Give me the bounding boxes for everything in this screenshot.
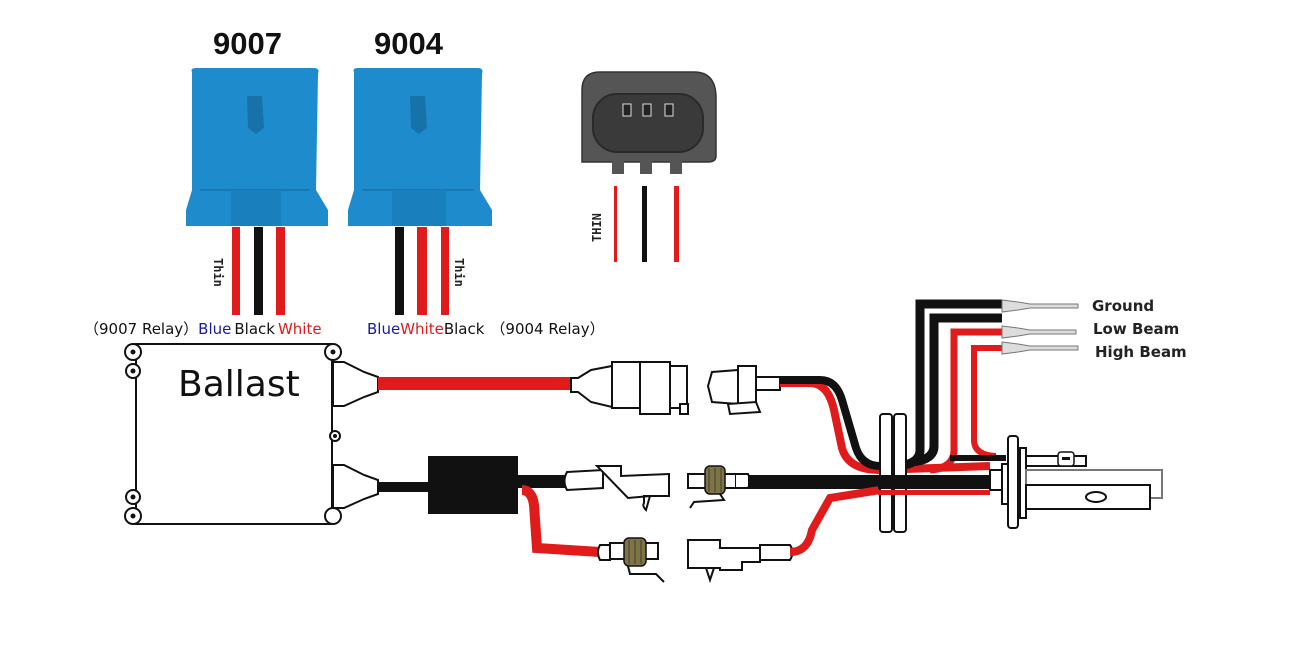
wire-black [642,186,647,262]
relay-9007-title: 9007 [213,26,282,61]
wire-ground-inner [911,313,1002,467]
hv-cable-red-to-bulb [780,379,991,475]
wire-black [254,227,263,315]
wire-red [674,186,679,262]
ballast-label: Ballast [178,364,300,405]
inline-module [428,456,518,514]
wire-red [276,227,285,315]
legend-9004-white: White [400,320,444,338]
wire-high-beam [971,345,1002,459]
wire-ground-outer [897,299,1002,471]
legend-9004-blue: Blue [367,320,400,338]
relay-9004-body [348,68,492,226]
low-voltage-connector-lower-male [597,537,665,583]
thin-label-connector: THIN [590,213,604,242]
terminal-pins [1001,299,1079,355]
low-voltage-connector-upper-male [687,465,751,509]
thin-label-9007: Thin [211,258,225,287]
hv-connector-male [570,361,689,415]
relay-9007: 9007 Thin [186,26,328,315]
low-voltage-connector-lower-female [687,539,794,584]
label-high-beam: High Beam [1095,343,1187,361]
relay-9004: 9004 Thin [348,26,492,315]
label-low-beam: Low Beam [1093,320,1179,338]
ballast: Ballast [124,343,379,525]
legend-9004: BlueWhiteBlack （9004 Relay） [367,320,605,338]
cable-red-return [789,486,881,556]
wire-black [395,227,404,315]
gray-connector: THIN [581,71,717,262]
wire-red-thin [232,227,240,315]
legend-9007-white: White [278,320,322,338]
wire-low-beam [929,328,1002,474]
legend-9004-black: Black [444,320,485,338]
wire-red [417,227,427,315]
relay-9007-body [186,68,328,226]
cable-black [518,475,578,488]
relay-9007-latch [247,96,264,134]
hv-connector-female [706,365,781,416]
legend-9004-suffix: （9004 Relay） [490,320,604,338]
label-ground: Ground [1092,297,1154,315]
wire-red-thin [441,227,449,315]
legend-9007-blue: Blue [198,320,231,338]
legend-9007-black: Black [234,320,275,338]
grommet [879,413,907,533]
legend-9007-prefix: （9007 Relay） [84,320,198,338]
hv-cable-red [378,377,571,390]
hid-bulb [989,435,1163,529]
relay-9004-latch [410,96,427,134]
low-voltage-connector-upper-female [563,465,670,512]
cable-red-branch [521,485,601,557]
relay-9004-title: 9004 [374,26,444,61]
hv-cable-black-to-bulb [780,376,881,470]
wire-red-thin [614,186,617,262]
thin-label-9004: Thin [452,258,466,287]
ballast-cable-black [378,482,428,492]
